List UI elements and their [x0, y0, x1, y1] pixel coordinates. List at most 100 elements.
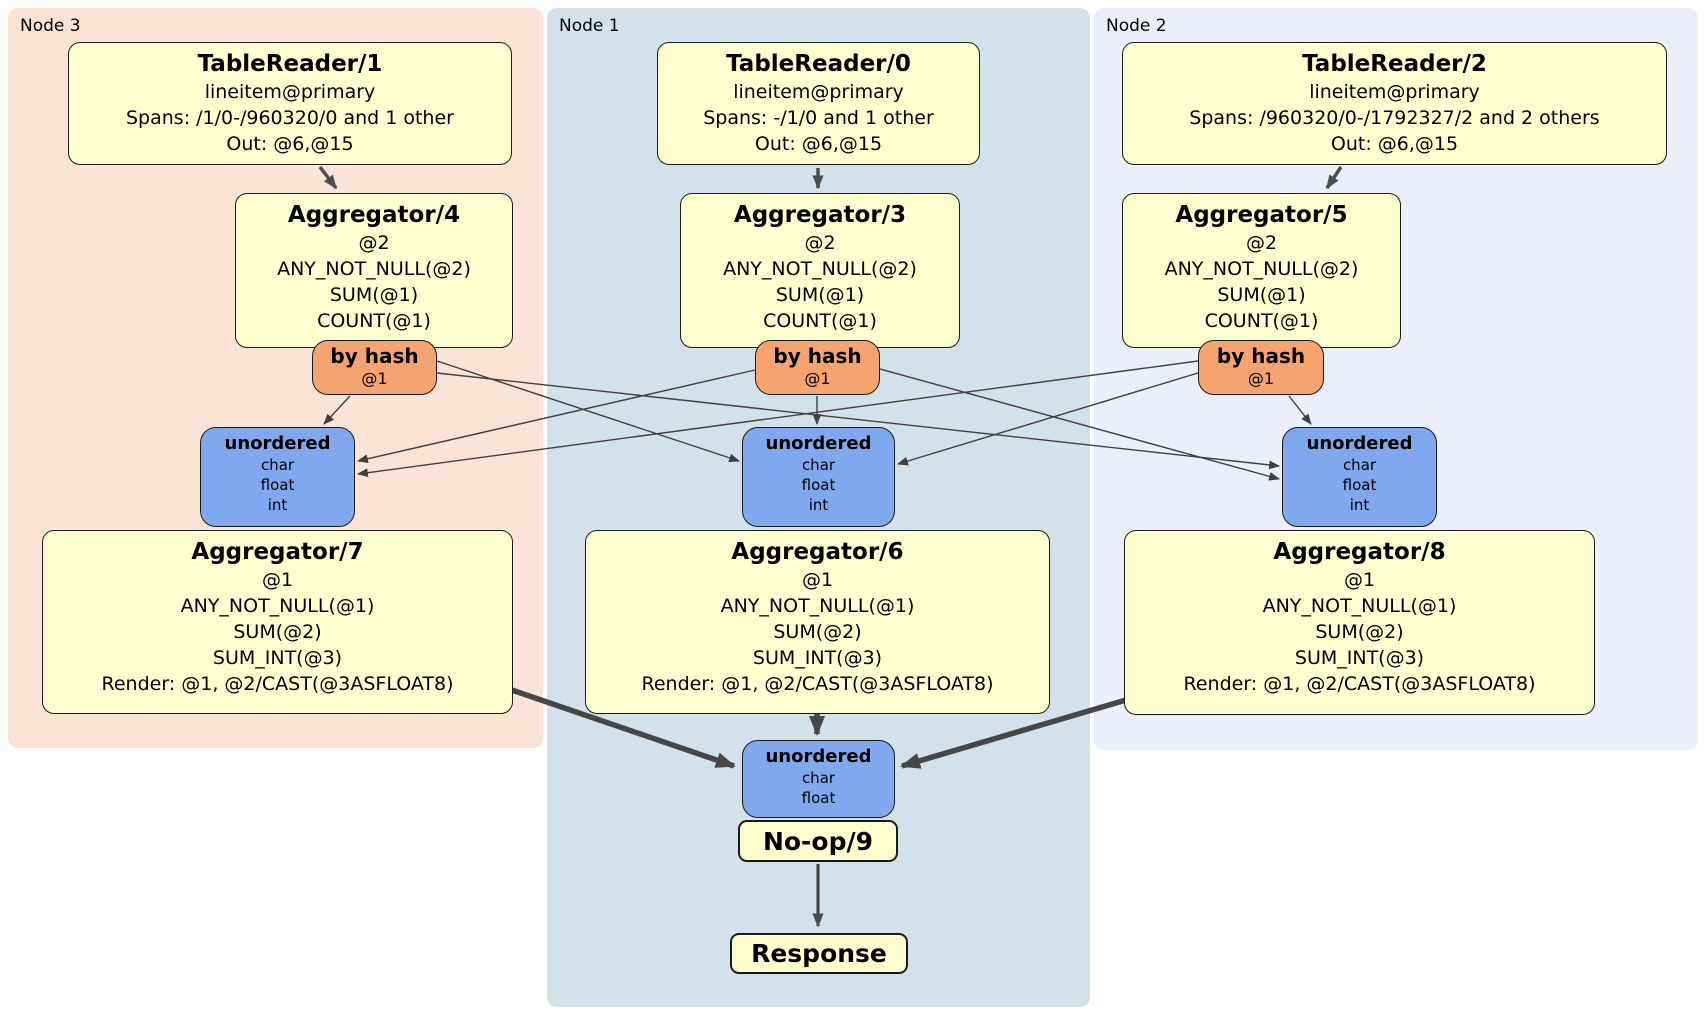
edge-hash4-to-sync-left: [323, 395, 351, 425]
tablereader-2-spans: Spans: /960320/0-/1792327/2 and 2 others: [1189, 107, 1600, 129]
sync-col-float: float: [801, 789, 836, 807]
aggregator-6-render: Render: @1, @2/CAST(@3ASFLOAT8): [641, 673, 994, 695]
aggregator-4-fn2: SUM(@1): [329, 284, 419, 306]
sync-col-float: float: [801, 476, 836, 494]
tablereader-1-box: TableReader/1 lineitem@primary Spans: /1…: [68, 42, 512, 165]
node-2-label: Node 2: [1106, 16, 1167, 36]
edge-agg8-to-final-sync: [900, 697, 1127, 769]
edge-hash4-to-sync-center: [436, 360, 741, 463]
unordered-sync-node1-label: unordered: [765, 433, 872, 454]
aggregator-4-fn3: COUNT(@1): [317, 310, 431, 332]
sync-col-char: char: [1342, 456, 1377, 474]
response-box: Response: [730, 933, 908, 974]
aggregator-3-box: Aggregator/3 @2 ANY_NOT_NULL(@2) SUM(@1)…: [680, 193, 960, 348]
edge-hash5-to-sync-right: [1288, 395, 1312, 425]
noop-9-box: No-op/9: [738, 820, 898, 862]
aggregator-5-box: Aggregator/5 @2 ANY_NOT_NULL(@2) SUM(@1)…: [1122, 193, 1401, 348]
aggregator-7-box: Aggregator/7 @1 ANY_NOT_NULL(@1) SUM(@2)…: [42, 530, 513, 714]
edge-tr2-to-agg5: [1325, 166, 1343, 190]
aggregator-4-fn1: ANY_NOT_NULL(@2): [277, 258, 471, 280]
tablereader-0-index: lineitem@primary: [733, 81, 904, 103]
tablereader-2-box: TableReader/2 lineitem@primary Spans: /9…: [1122, 42, 1667, 165]
aggregator-5-group: @2: [1245, 232, 1278, 254]
unordered-sync-node2-label: unordered: [1306, 433, 1413, 454]
aggregator-7-group: @1: [261, 569, 294, 591]
tablereader-2-out: Out: @6,@15: [1330, 133, 1459, 155]
aggregator-8-fn3: SUM_INT(@3): [1294, 647, 1425, 669]
aggregator-7-fn1: ANY_NOT_NULL(@1): [180, 595, 375, 617]
aggregator-8-box: Aggregator/8 @1 ANY_NOT_NULL(@1) SUM(@2)…: [1124, 530, 1595, 715]
unordered-sync-node3: unordered char float int: [200, 427, 355, 527]
hash-router-3-label: by hash: [773, 344, 862, 368]
sync-col-float: float: [1342, 476, 1377, 494]
aggregator-4-box: Aggregator/4 @2 ANY_NOT_NULL(@2) SUM(@1)…: [235, 193, 513, 348]
tablereader-0-out: Out: @6,@15: [754, 133, 883, 155]
unordered-sync-node1: unordered char float int: [742, 427, 895, 527]
aggregator-6-fn2: SUM(@2): [773, 621, 862, 643]
aggregator-4-title: Aggregator/4: [287, 202, 461, 228]
aggregator-8-group: @1: [1343, 569, 1376, 591]
aggregator-8-render: Render: @1, @2/CAST(@3ASFLOAT8): [1183, 673, 1536, 695]
hash-router-4-key: @1: [361, 369, 388, 388]
edge-hash5-to-sync-left: [356, 360, 1199, 478]
hash-router-4: by hash @1: [312, 340, 437, 395]
tablereader-1-out: Out: @6,@15: [226, 133, 354, 155]
edge-hash3-to-sync-left: [356, 369, 756, 464]
sync-col-int: int: [808, 496, 829, 514]
aggregator-5-fn1: ANY_NOT_NULL(@2): [1164, 258, 1359, 280]
hash-router-4-label: by hash: [330, 344, 419, 368]
sync-col-char: char: [801, 456, 836, 474]
node-3-label: Node 3: [20, 16, 81, 36]
aggregator-6-title: Aggregator/6: [731, 539, 904, 565]
aggregator-7-fn3: SUM_INT(@3): [212, 647, 343, 669]
node-1-label: Node 1: [559, 16, 620, 36]
sync-col-char: char: [260, 456, 295, 474]
unordered-sync-node2: unordered char float int: [1282, 427, 1437, 527]
aggregator-6-box: Aggregator/6 @1 ANY_NOT_NULL(@1) SUM(@2)…: [585, 530, 1050, 714]
aggregator-3-fn1: ANY_NOT_NULL(@2): [723, 258, 917, 280]
aggregator-8-fn1: ANY_NOT_NULL(@1): [1262, 595, 1457, 617]
noop-9-title: No-op/9: [762, 826, 874, 856]
hash-router-5-label: by hash: [1216, 344, 1306, 368]
aggregator-8-fn2: SUM(@2): [1315, 621, 1404, 643]
tablereader-1-spans: Spans: /1/0-/960320/0 and 1 other: [126, 107, 454, 129]
hash-router-3-key: @1: [804, 369, 831, 388]
hash-router-3: by hash @1: [755, 340, 880, 395]
tablereader-0-title: TableReader/0: [726, 51, 911, 77]
aggregator-3-fn2: SUM(@1): [775, 284, 865, 306]
sync-col-int: int: [1349, 496, 1370, 514]
aggregator-3-title: Aggregator/3: [733, 202, 907, 228]
aggregator-7-fn2: SUM(@2): [233, 621, 322, 643]
unordered-sync-final-label: unordered: [765, 746, 872, 767]
aggregator-5-title: Aggregator/5: [1175, 202, 1348, 228]
tablereader-0-box: TableReader/0 lineitem@primary Spans: -/…: [657, 42, 980, 165]
edge-tr1-to-agg4: [318, 165, 338, 190]
aggregator-7-title: Aggregator/7: [191, 539, 364, 565]
tablereader-1-title: TableReader/1: [197, 51, 383, 77]
unordered-sync-final: unordered char float: [742, 740, 895, 818]
aggregator-6-fn1: ANY_NOT_NULL(@1): [720, 595, 915, 617]
aggregator-6-group: @1: [801, 569, 834, 591]
sync-col-char: char: [801, 769, 836, 787]
sync-col-int: int: [267, 496, 288, 514]
edge-hash3-to-sync-right: [879, 368, 1281, 481]
aggregator-6-fn3: SUM_INT(@3): [752, 647, 883, 669]
tablereader-2-index: lineitem@primary: [1309, 81, 1480, 103]
edge-agg7-to-final-sync: [505, 685, 736, 769]
tablereader-2-title: TableReader/2: [1302, 51, 1487, 77]
aggregator-7-render: Render: @1, @2/CAST(@3ASFLOAT8): [101, 673, 454, 695]
aggregator-4-group: @2: [358, 232, 390, 254]
aggregator-8-title: Aggregator/8: [1273, 539, 1446, 565]
hash-router-5-key: @1: [1247, 369, 1275, 388]
tablereader-0-spans: Spans: -/1/0 and 1 other: [703, 107, 934, 129]
response-title: Response: [751, 939, 887, 968]
aggregator-3-fn3: COUNT(@1): [763, 310, 877, 332]
hash-router-5: by hash @1: [1198, 340, 1324, 395]
aggregator-3-group: @2: [804, 232, 836, 254]
sync-col-float: float: [260, 476, 295, 494]
unordered-sync-node3-label: unordered: [224, 433, 331, 454]
aggregator-5-fn3: COUNT(@1): [1204, 310, 1319, 332]
edge-hash5-to-sync-center: [896, 372, 1199, 466]
